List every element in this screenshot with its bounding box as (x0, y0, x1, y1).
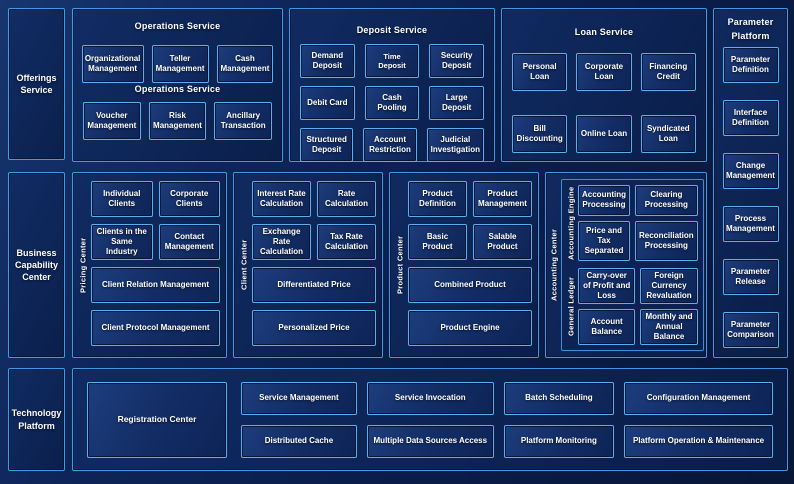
product-center-label: Product Center (395, 235, 405, 295)
box-service-management: Service Management (241, 381, 357, 415)
box-risk-management: Risk Management (148, 102, 207, 140)
box-registration-center: Registration Center (87, 381, 227, 458)
pricing-center-label: Pricing Center (78, 237, 88, 293)
box-exchange-rate-calculation: Exchange Rate Calculation (252, 224, 311, 260)
panel-operations-service: Operations Service Organizational Manage… (72, 8, 283, 162)
box-basic-product: Basic Product (408, 224, 467, 260)
box-cash-management: Cash Management (216, 45, 274, 83)
box-time-deposit: Time Deposit (364, 44, 420, 78)
rail-technology-platform: Technology Platform (8, 368, 65, 471)
box-account-restriction: Account Restriction (363, 128, 417, 162)
box-contact-management: Contact Management (158, 224, 220, 260)
panel-deposit-service: Deposit Service Demand Deposit Time Depo… (289, 8, 495, 162)
box-personal-loan: Personal Loan (512, 53, 568, 91)
box-platform-monitoring: Platform Monitoring (503, 424, 615, 458)
box-price-and-tax-separated: Price and Tax Separated (578, 220, 630, 261)
rail-business-capability-center: Business Capability Center (8, 172, 65, 358)
box-parameter-release: Parameter Release (722, 258, 779, 295)
box-interest-rate-calculation: Interest Rate Calculation (252, 181, 311, 217)
accounting-engine-group: Accounting Engine Accounting Processing … (564, 185, 698, 261)
box-product-management: Product Management (473, 181, 532, 217)
box-cash-pooling: Cash Pooling (364, 86, 420, 120)
accounting-inner-panel: Accounting Engine Accounting Processing … (561, 179, 704, 351)
box-foreign-currency-revaluation: Foreign Currency Revaluation (640, 268, 698, 304)
box-tax-rate-calculation: Tax Rate Calculation (317, 224, 376, 260)
accounting-engine-label: Accounting Engine (566, 186, 576, 260)
box-client-relation-management: Client Relation Management (91, 267, 220, 303)
box-syndicated-loan: Syndicated Loan (640, 115, 696, 153)
box-organizational-management: Organizational Management (81, 45, 144, 83)
panel-product-center: Product Center Product Definition Produc… (389, 172, 539, 358)
box-platform-operation-maintenance: Platform Operation & Maintenance (624, 424, 773, 458)
box-rate-calculation: Rate Calculation (317, 181, 376, 217)
box-interface-definition: Interface Definition (722, 99, 779, 136)
box-bill-discounting: Bill Discounting (512, 115, 568, 153)
panel-accounting-center: Accounting Center Accounting Engine Acco… (545, 172, 707, 358)
box-demand-deposit: Demand Deposit (300, 44, 355, 78)
box-clearing-processing: Clearing Processing (635, 185, 698, 216)
general-ledger-group: General Ledger Carry-over of Profit and … (564, 268, 698, 345)
box-combined-product: Combined Product (408, 267, 532, 303)
rail-offerings-service: Offerings Service (8, 8, 65, 160)
box-ancillary-transaction: Ancillary Transaction (214, 102, 273, 140)
rail-technology-label: Technology Platform (11, 408, 62, 431)
box-online-loan: Online Loan (576, 115, 632, 153)
panel-client-center: Client Center Interest Rate Calculation … (233, 172, 383, 358)
box-parameter-definition: Parameter Definition (722, 46, 779, 83)
box-service-invocation: Service Invocation (366, 381, 494, 415)
box-salable-product: Salable Product (473, 224, 532, 260)
box-monthly-annual-balance: Monthly and Annual Balance (640, 309, 698, 345)
panel-loan-service: Loan Service Personal Loan Corporate Loa… (501, 8, 707, 162)
box-corporate-clients: Corporate Clients (158, 181, 220, 217)
box-voucher-management: Voucher Management (83, 102, 141, 140)
box-account-balance: Account Balance (578, 309, 636, 345)
box-reconciliation-processing: Reconciliation Processing (635, 220, 698, 261)
box-distributed-cache: Distributed Cache (241, 424, 357, 458)
box-judicial-investigation: Judicial Investigation (426, 128, 484, 162)
deposit-title: Deposit Service (356, 25, 428, 35)
box-configuration-management: Configuration Management (624, 381, 773, 415)
box-accounting-processing: Accounting Processing (578, 185, 630, 216)
box-change-management: Change Management (722, 152, 779, 189)
box-corporate-loan: Corporate Loan (576, 53, 632, 91)
client-center-label: Client Center (239, 239, 249, 291)
panel-technology-platform-services: Registration Center Service Management S… (72, 368, 788, 471)
box-product-engine: Product Engine (408, 310, 532, 346)
box-structured-deposit: Structured Deposit (300, 128, 354, 162)
box-parameter-comparison: Parameter Comparison (722, 311, 779, 348)
parameter-platform-title: Parameter Platform (727, 17, 774, 42)
box-batch-scheduling: Batch Scheduling (503, 381, 615, 415)
box-clients-same-industry: Clients in the Same Industry (91, 224, 153, 260)
box-product-definition: Product Definition (408, 181, 467, 217)
box-financing-credit: Financing Credit (640, 53, 696, 91)
box-large-deposit: Large Deposit (429, 86, 485, 120)
box-carry-over-profit-loss: Carry-over of Profit and Loss (578, 268, 636, 304)
panel-pricing-center: Pricing Center Individual Clients Corpor… (72, 172, 227, 358)
box-individual-clients: Individual Clients (91, 181, 153, 217)
rail-business-label: Business Capability Center (14, 247, 58, 283)
box-personalized-price: Personalized Price (252, 310, 376, 346)
box-client-protocol-management: Client Protocol Management (91, 310, 220, 346)
operations-title: Operations Service (134, 21, 221, 31)
box-debit-card: Debit Card (300, 86, 355, 120)
operations-subtitle: Operations Service (134, 84, 221, 94)
box-teller-management: Teller Management (151, 45, 209, 83)
box-process-management: Process Management (722, 205, 779, 242)
accounting-center-label: Accounting Center (549, 228, 559, 302)
box-multiple-data-sources-access: Multiple Data Sources Access (366, 424, 494, 458)
loan-title: Loan Service (574, 27, 634, 37)
box-security-deposit: Security Deposit (429, 44, 485, 78)
panel-parameter-platform: Parameter Platform Parameter Definition … (713, 8, 788, 358)
general-ledger-label: General Ledger (566, 276, 576, 337)
box-differentiated-price: Differentiated Price (252, 267, 376, 303)
rail-offerings-label: Offerings Service (16, 72, 57, 95)
